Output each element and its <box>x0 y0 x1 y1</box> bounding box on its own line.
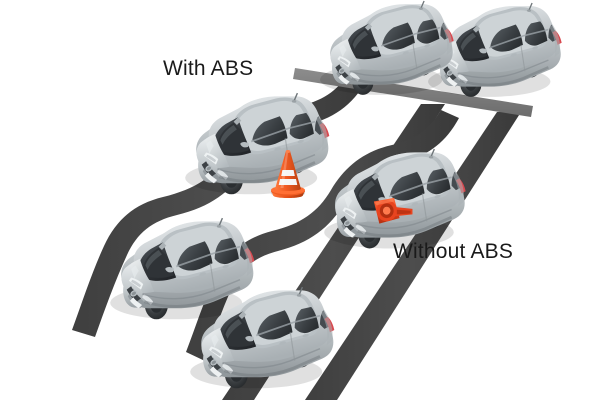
label-with-abs: With ABS <box>163 57 254 80</box>
label-without-abs: Without ABS <box>393 240 514 263</box>
car-with-abs-finish <box>318 0 455 97</box>
car-with-abs-middle <box>183 91 331 196</box>
car-without-abs-middle <box>322 147 468 250</box>
